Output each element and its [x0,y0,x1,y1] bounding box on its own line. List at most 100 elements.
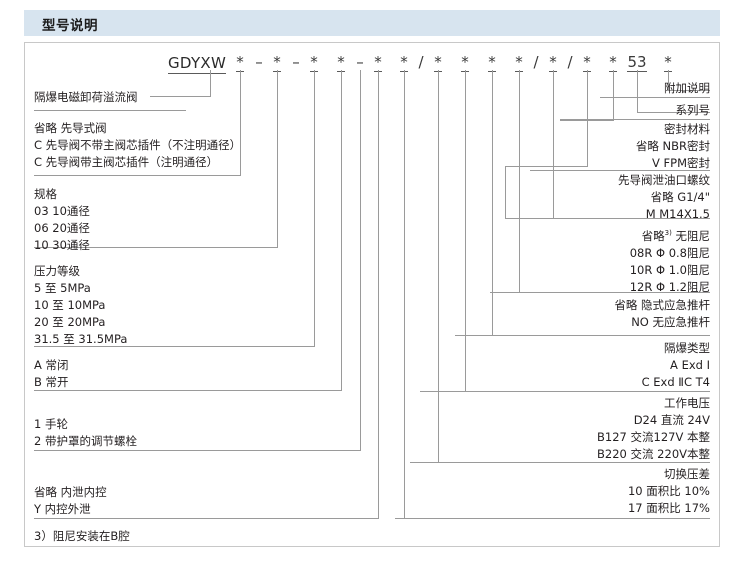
underline-explosion-proof [420,391,710,392]
page-title: 型号说明 [42,18,98,34]
label-series-number: 系列号 [410,102,711,119]
model-code-tick [492,70,493,76]
label-line: 20 至 20MPa [34,315,106,329]
leader-line-series-number-h [637,112,710,113]
model-code-token: – [292,53,300,71]
label-line: 03 10通径 [34,204,90,218]
model-code-tick [553,70,554,76]
leader-line-pilot-drain-thread-h [505,166,588,167]
label-line: NO 无应急推杆 [631,315,710,329]
label-line: 17 面积比 17% [627,501,710,515]
label-line: 省略 隐式应急推杆 [614,298,710,312]
label-line: A Exd Ⅰ [670,358,710,372]
leader-line-switch-pressure-h [410,462,439,463]
label-line: V FPM密封 [652,156,710,170]
leader-line-size-spec-h [34,247,278,248]
model-code-token: – [255,53,263,71]
leader-line-pilot-type-h [34,175,241,176]
footnote: 3）阻尼安装在B腔 [34,529,130,543]
label-line: 切换压差 [664,467,710,481]
label-line: C Exd ⅡC T4 [641,375,710,389]
label-line: Y 内控外泄 [34,502,91,516]
underline-additional-note [600,97,710,98]
label-line: 规格 [34,187,57,201]
leader-line-drain-control-h [34,518,379,519]
leader-line-seal-material-v [613,70,614,120]
label-line: 省略3) 无阻尼 [641,228,710,243]
underline-emergency-rod [455,335,710,336]
model-code-tick [519,70,520,76]
model-code-token: / [418,53,424,71]
label-adjust-type: 1 手轮 2 带护罩的调节螺栓 [34,416,137,450]
label-line: 省略 NBR密封 [635,139,710,153]
label-line: 1 手轮 [34,417,68,431]
model-code-tick [587,70,588,76]
leader-line-working-voltage-v [465,70,466,391]
label-line: 06 20通径 [34,221,90,235]
label-line: A 常闭 [34,358,69,372]
label-line: C 先导阀不带主阀芯插件（不注明通径） [34,138,242,152]
model-code-token: – [356,53,364,71]
label-line: 系列号 [675,103,711,117]
underline-working-voltage [410,462,710,463]
leader-line-pilot-drain-thread-v2 [505,166,506,218]
leader-line-emergency-rod-h [519,292,710,293]
leader-line-pilot-drain-thread-v [587,70,588,166]
label-line: 2 带护罩的调节螺栓 [34,434,137,448]
label-line: 31.5 至 31.5MPa [34,332,128,346]
label-line: 工作电压 [664,396,710,410]
leader-line-working-voltage-h [420,391,466,392]
label-pilot-drain-thread: 先导阀泄油口螺纹省略 G1/4" M M14X1.5 [410,172,710,223]
label-line: 密封材料 [664,122,710,136]
label-line: 省略 内泄内控 [34,485,107,499]
label-line: B220 交流 220V本整 [597,447,710,461]
label-explosion-proof-type: 隔爆类型 A Exd Ⅰ C Exd ⅡC T4 [410,340,710,391]
label-line: 08R Φ 0.8阻尼 [629,245,710,260]
label-line: 12R Φ 1.2阻尼 [629,279,710,294]
leader-line-series-number-v [637,70,638,112]
label-line: B127 交流127V 本整 [597,430,710,444]
header-bar [24,10,720,36]
leader-line-pressure-rating-v [314,70,315,346]
label-line: 10R Φ 1.0阻尼 [629,262,710,277]
model-code-tick [465,70,466,76]
label-line: 压力等级 [34,264,80,278]
label-damping-orifice: 省略3) 无阻尼 08R Φ 0.8阻尼 10R Φ 1.0阻尼 12R Φ 1.2阻… [410,225,710,296]
label-additional-note: 附加说明 [410,80,710,97]
label-line: 附加说明 [664,81,710,95]
leader-line-damping-h [553,218,710,219]
leader-line-drain-control-v [378,70,379,518]
leader-line-normal-state-v [341,70,342,390]
leader-line-emergency-rod-v [519,70,520,292]
leader-line-explosion-proof-h [455,335,493,336]
leader-line-additional-note-v [668,70,669,90]
model-code-tick [314,70,315,76]
model-code-token: / [567,53,573,71]
leader-line-normal-state-h [34,390,342,391]
leader-line-valve-name-h [150,96,211,97]
leader-line-size-spec-v [277,70,278,247]
model-code-tick [637,70,638,76]
model-code-tick [240,70,241,76]
model-code-name: GDYXW [168,54,227,74]
model-code-tick [613,70,614,76]
leader-line-switch-pressure-v [438,70,439,462]
label-line: M M14X1.5 [645,207,710,221]
leader-line-additional-note-h [668,90,710,91]
model-code-tick [341,70,342,76]
model-code-tick [378,70,379,76]
label-line: 隔爆类型 [664,341,710,355]
model-code-tick [277,70,278,76]
label-line: 先导阀泄油口螺纹 [618,173,710,187]
label-line: 省略 G1/4" [650,190,710,204]
underline-valve-name [34,110,186,111]
underline-switch-pressure [395,518,710,519]
leader-line-valve-name-v [210,70,211,96]
model-code-tick [668,70,669,76]
